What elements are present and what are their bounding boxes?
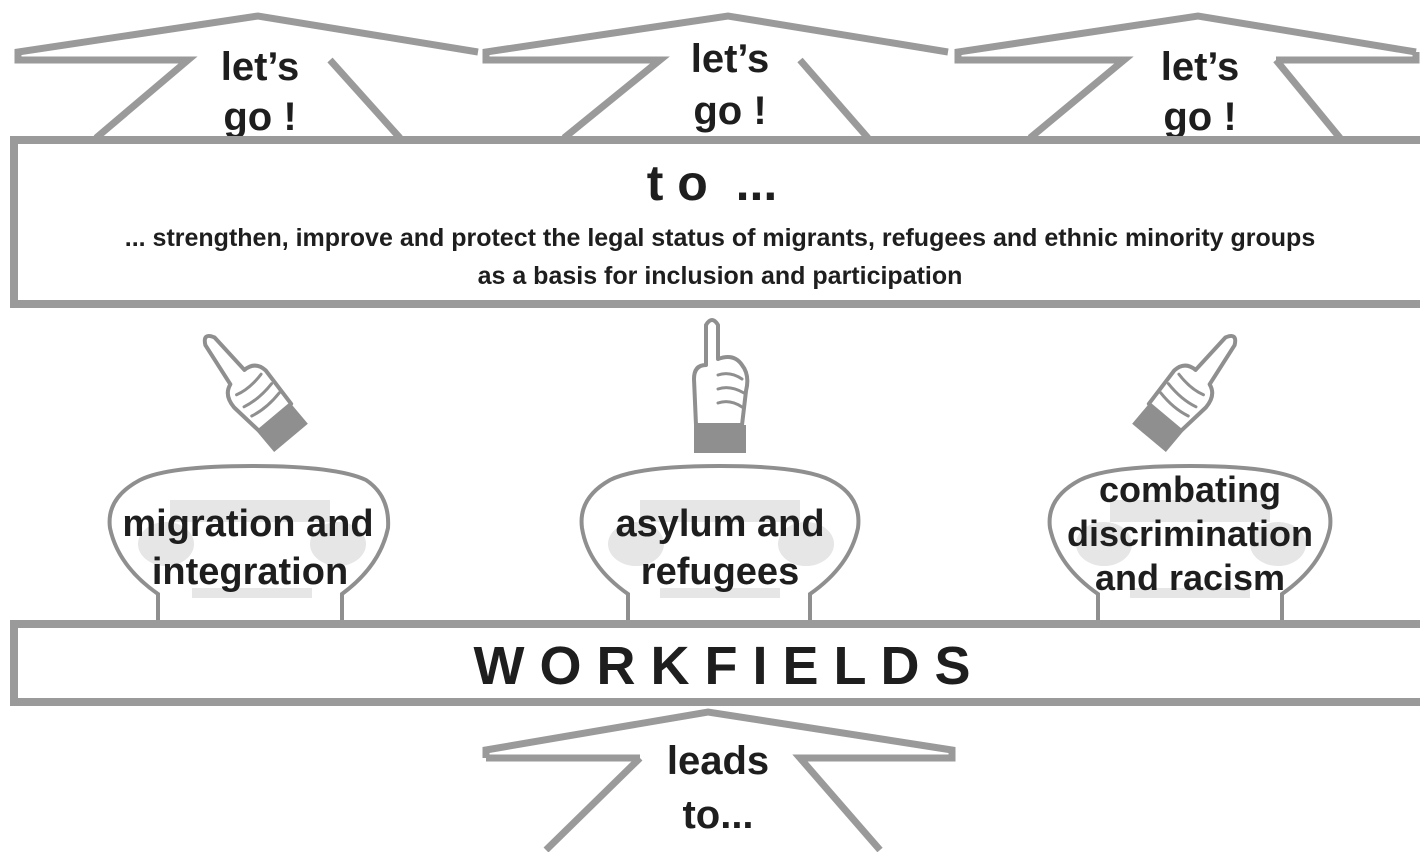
pointing-hand-up-icon bbox=[692, 318, 750, 453]
workfields-label: W O R K F I E L D S bbox=[473, 636, 970, 696]
pillar-2-abacus bbox=[660, 588, 780, 598]
roof-group: let’s go ! let’s go ! let’s go ! bbox=[14, 12, 1420, 141]
roof-1-outline bbox=[14, 12, 479, 141]
pillar-1-abacus bbox=[192, 588, 312, 598]
roof-2-right-leg bbox=[797, 57, 871, 141]
pillar-2: asylum and refugees bbox=[579, 463, 861, 624]
roof-3-line2: go ! bbox=[1163, 95, 1236, 139]
pillar-2-volute-left bbox=[608, 522, 664, 566]
roof-2: let’s go ! bbox=[482, 12, 949, 141]
roof-2-line2: go ! bbox=[693, 89, 766, 133]
footer-line-1: leads bbox=[667, 739, 769, 783]
footer-line-2: to... bbox=[682, 793, 753, 837]
goal-heading: t o ... bbox=[647, 155, 778, 211]
footer-top bbox=[482, 708, 956, 852]
goal-banner: t o ... ... strengthen, improve and prot… bbox=[10, 136, 1420, 308]
pillar-1-line-2: integration bbox=[152, 551, 348, 593]
roof-2-line1: let’s bbox=[691, 37, 770, 81]
pillar-3: combating discrimination and racism bbox=[1047, 463, 1333, 624]
pointing-hand-up-right-icon bbox=[202, 334, 308, 453]
pillar-3-line-3: and racism bbox=[1095, 557, 1285, 598]
pillar-3-volute-left bbox=[1076, 522, 1132, 566]
pillar-2-line-2: refugees bbox=[641, 551, 799, 593]
goal-line-1: ... strengthen, improve and protect the … bbox=[125, 224, 1315, 252]
pillar-3-abacus bbox=[1130, 588, 1250, 598]
goal-frame bbox=[10, 136, 1420, 308]
pillar-3-echinus bbox=[1110, 500, 1270, 522]
workfields-bar: W O R K F I E L D S bbox=[10, 620, 1420, 706]
roof-3: let’s go ! bbox=[954, 12, 1420, 141]
footer-shape: leads to... bbox=[482, 708, 956, 852]
pillar-2-echinus bbox=[640, 500, 800, 522]
pointing-hand-up-left-icon bbox=[1132, 334, 1238, 453]
pillar-1-volute-left bbox=[138, 522, 194, 566]
roof-3-edge bbox=[1276, 52, 1420, 64]
pillar-1-volute-right bbox=[310, 522, 366, 566]
pillar-1-echinus bbox=[170, 500, 330, 522]
roof-2-outline bbox=[482, 12, 949, 141]
roof-1-line2: go ! bbox=[223, 95, 296, 139]
roof-3-line1: let’s bbox=[1161, 45, 1240, 89]
roof-3-outline bbox=[954, 12, 1417, 141]
pillar-2-volute-right bbox=[778, 522, 834, 566]
roof-1-line1: let’s bbox=[221, 45, 300, 89]
footer-left-leg bbox=[543, 755, 643, 852]
workfields-frame bbox=[10, 620, 1420, 706]
pillar-1: migration and integration bbox=[107, 463, 391, 624]
pillar-2-line-1: asylum and bbox=[615, 503, 824, 545]
pillar-3-line-2: discrimination bbox=[1067, 513, 1313, 554]
pillar-1-line-1: migration and bbox=[122, 503, 373, 545]
roof-1: let’s go ! bbox=[14, 12, 479, 141]
roof-1-right-leg bbox=[327, 57, 403, 141]
pillar-3-line-1: combating bbox=[1099, 469, 1281, 510]
roof-3-right-leg bbox=[1273, 57, 1343, 141]
goal-line-2: as a basis for inclusion and participati… bbox=[478, 262, 963, 290]
pillar-3-volute-right bbox=[1250, 522, 1306, 566]
